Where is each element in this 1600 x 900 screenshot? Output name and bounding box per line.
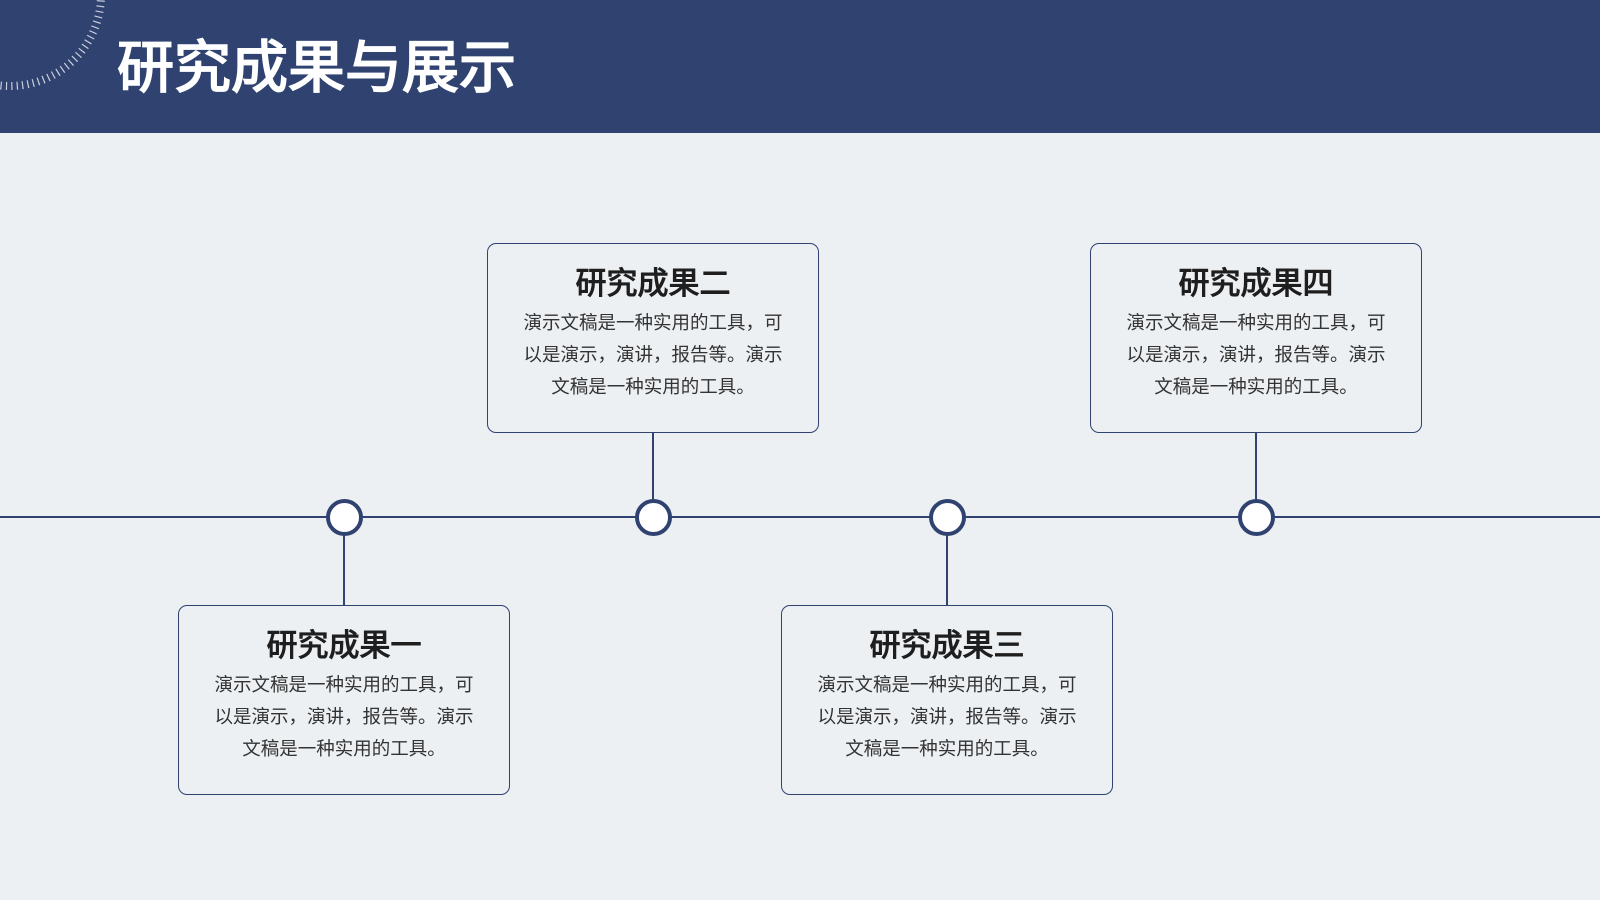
milestone-title: 研究成果四: [1178, 266, 1334, 302]
milestone-description: 演示文稿是一种实用的工具，可以是演示，演讲，报告等。演示文稿是一种实用的工具。: [214, 675, 474, 760]
header-bar: 研究成果与展示: [0, 0, 1600, 133]
timeline-axis: [0, 516, 1600, 518]
milestone-card: 研究成果四 演示文稿是一种实用的工具，可以是演示，演讲，报告等。演示文稿是一种实…: [1090, 243, 1422, 433]
decorative-tick-arc-icon: [0, 0, 105, 90]
milestone-title: 研究成果三: [869, 628, 1025, 664]
milestone-title: 研究成果一: [266, 628, 422, 664]
milestone-title: 研究成果二: [575, 266, 731, 302]
timeline-node-icon: [928, 498, 966, 536]
milestone-card: 研究成果三 演示文稿是一种实用的工具，可以是演示，演讲，报告等。演示文稿是一种实…: [781, 605, 1113, 795]
milestone-connector: [946, 517, 948, 605]
timeline-node-icon: [325, 498, 363, 536]
milestone-card: 研究成果二 演示文稿是一种实用的工具，可以是演示，演讲，报告等。演示文稿是一种实…: [487, 243, 819, 433]
page-title: 研究成果与展示: [117, 35, 516, 101]
milestone-connector: [1255, 433, 1257, 517]
timeline-node-icon: [1237, 498, 1275, 536]
milestone-connector: [343, 517, 345, 605]
milestone-card: 研究成果一 演示文稿是一种实用的工具，可以是演示，演讲，报告等。演示文稿是一种实…: [178, 605, 510, 795]
milestone-connector: [652, 433, 654, 517]
timeline-node-icon: [634, 498, 672, 536]
milestone-description: 演示文稿是一种实用的工具，可以是演示，演讲，报告等。演示文稿是一种实用的工具。: [817, 675, 1077, 760]
milestone-description: 演示文稿是一种实用的工具，可以是演示，演讲，报告等。演示文稿是一种实用的工具。: [1126, 313, 1386, 398]
milestone-description: 演示文稿是一种实用的工具，可以是演示，演讲，报告等。演示文稿是一种实用的工具。: [523, 313, 783, 398]
